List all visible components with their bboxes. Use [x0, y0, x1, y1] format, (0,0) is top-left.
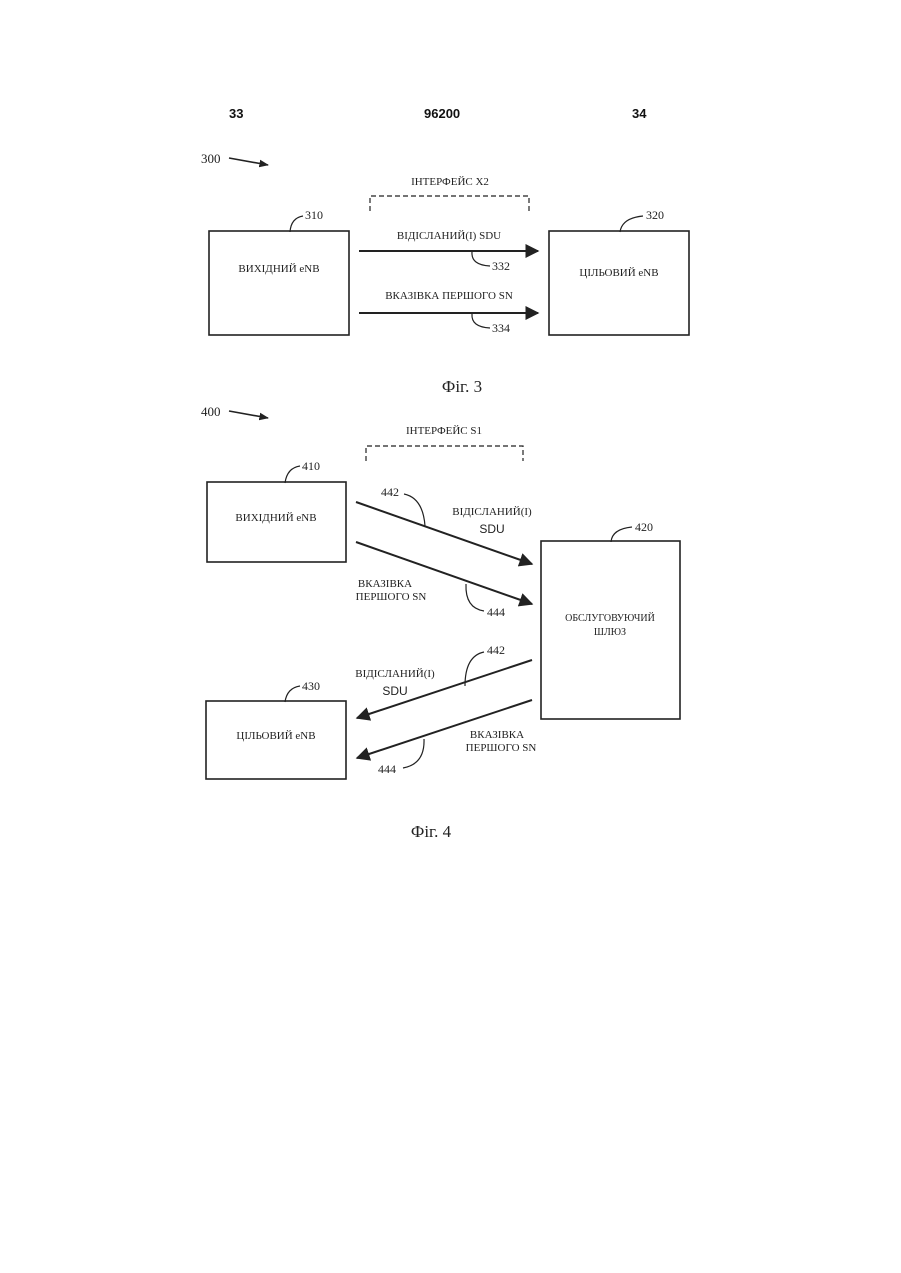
fig4-indication-label-2-top: ПЕРШОГО SN: [356, 591, 427, 603]
figure-4: 400 ІНТЕРФЕЙС S1 ВИХІДНИЙ eNB 410 ОБСЛУГ…: [201, 404, 680, 841]
fig3-target-box: [549, 231, 689, 335]
fig4-ref-pointer: [229, 411, 268, 418]
fig4-sent-label-1-bottom: ВІДІСЛАНИЙ(І): [355, 668, 435, 680]
fig3-source-leader: [290, 216, 303, 232]
fig4-ref-main: 400: [201, 404, 221, 419]
fig4-sent-label-2-bottom: SDU: [382, 684, 407, 698]
fig3-interface-bracket: [370, 196, 529, 211]
fig4-interface-bracket: [366, 446, 523, 461]
fig4-ref-444-top-leader: [466, 584, 484, 611]
fig4-sent-label-1-top: ВІДІСЛАНИЙ(І): [452, 506, 532, 518]
fig3-target-ref: 320: [646, 208, 664, 222]
fig4-target-leader: [285, 686, 300, 702]
fig3-arrow1-ref: 332: [492, 259, 510, 273]
fig4-source-leader: [285, 466, 300, 483]
fig3-source-ref: 310: [305, 208, 323, 222]
fig3-caption: Фіг. 3: [442, 377, 482, 396]
fig3-source-label: ВИХІДНИЙ eNB: [238, 263, 319, 275]
fig4-ref-444-bottom: 444: [378, 762, 396, 776]
fig4-ref-444-bottom-leader: [403, 739, 424, 768]
fig3-arrow2-leader: [472, 314, 490, 328]
fig3-ref-main: 300: [201, 151, 221, 166]
fig3-interface-label: ІНТЕРФЕЙС X2: [411, 176, 489, 188]
fig4-caption: Фіг. 4: [411, 822, 452, 841]
fig4-source-label: ВИХІДНИЙ eNB: [235, 512, 316, 524]
fig4-gateway-ref: 420: [635, 520, 653, 534]
fig4-indication-label-2-bottom: ПЕРШОГО SN: [466, 742, 537, 754]
fig3-source-box: [209, 231, 349, 335]
fig3-target-leader: [620, 216, 643, 232]
fig4-ref-444-top: 444: [487, 605, 505, 619]
fig4-indication-label-1-bottom: ВКАЗІВКА: [470, 729, 524, 741]
fig3-arrow2-ref: 334: [492, 321, 510, 335]
fig4-target-ref: 430: [302, 679, 320, 693]
fig4-ref-442-top: 442: [381, 485, 399, 499]
fig4-interface-label: ІНТЕРФЕЙС S1: [406, 425, 482, 437]
fig3-ref-pointer: [229, 158, 268, 165]
fig4-ref-442-bottom: 442: [487, 643, 505, 657]
fig3-target-label: ЦІЛЬОВИЙ eNB: [579, 267, 658, 279]
fig3-arrow1-leader: [472, 252, 490, 266]
fig4-source-ref: 410: [302, 459, 320, 473]
fig3-arrow2-label: ВКАЗІВКА ПЕРШОГО SN: [385, 290, 513, 302]
fig4-ref-442-top-leader: [404, 494, 425, 526]
fig4-gateway-leader: [611, 527, 632, 542]
fig4-gateway-label-2: ШЛЮЗ: [594, 627, 626, 638]
figure-3: 300 ІНТЕРФЕЙС X2 ВИХІДНИЙ eNB 310 ЦІЛЬОВ…: [201, 151, 689, 396]
fig4-indication-label-1-top: ВКАЗІВКА: [358, 578, 412, 590]
fig4-target-label: ЦІЛЬОВИЙ eNB: [236, 730, 315, 742]
fig4-sent-label-2-top: SDU: [479, 522, 504, 536]
fig3-arrow1-label: ВІДІСЛАНИЙ(І) SDU: [397, 230, 501, 242]
fig4-gateway-label-1: ОБСЛУГОВУЮЧИЙ: [565, 612, 655, 624]
